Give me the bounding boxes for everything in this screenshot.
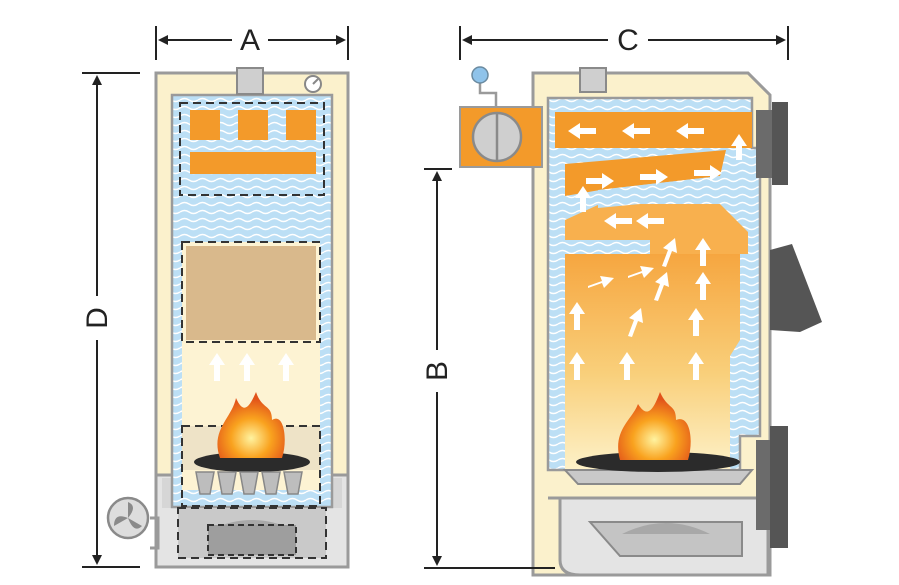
- arrow-left-icon: [568, 123, 596, 139]
- arrow-left-icon: [636, 213, 664, 229]
- arrow-right-icon: [586, 173, 614, 189]
- arrow-up-icon: [662, 238, 677, 267]
- flue-tube-2: [238, 110, 268, 140]
- dimension-label-c: C: [617, 24, 639, 57]
- flame-icon: [194, 392, 310, 472]
- front-view: [106, 67, 350, 569]
- side-outlet-pipe: [579, 67, 607, 93]
- flame-icon: [576, 392, 740, 472]
- fuel-load: [186, 246, 316, 340]
- arrow-up-icon: [209, 353, 225, 381]
- side-ash-pile: [622, 523, 710, 534]
- ash-pan-door: [770, 426, 788, 548]
- side-grate: [562, 469, 755, 485]
- thermometer-icon: [304, 75, 322, 93]
- fuel-dashed-outline: [181, 241, 321, 343]
- dimension-lines: [82, 26, 789, 569]
- flue-channel: [190, 152, 316, 174]
- side-view: [459, 66, 822, 577]
- arrow-up-icon: [575, 186, 591, 212]
- arrow-up-icon: [569, 352, 585, 380]
- side-heat-arrows: [568, 123, 747, 380]
- arrow-up-icon: [569, 302, 585, 330]
- fan-icon: [106, 496, 160, 550]
- side-ash-drawer: [587, 521, 743, 557]
- arrow-up-icon: [688, 352, 704, 380]
- arrow-right-icon: [628, 266, 654, 278]
- front-heat-arrows: [209, 353, 294, 381]
- arrow-right-icon: [640, 169, 668, 185]
- baffle-upper: [598, 176, 724, 208]
- dimension-label-d: D: [81, 307, 114, 329]
- upper-door-hinge: [756, 110, 772, 178]
- flue-tube-3: [286, 110, 316, 140]
- arrow-up-icon: [619, 352, 635, 380]
- arrow-up-icon: [695, 238, 711, 266]
- arrow-up-icon: [731, 134, 747, 160]
- upper-door: [772, 102, 788, 185]
- arrow-up-icon: [278, 353, 294, 381]
- arrow-up-icon: [688, 308, 704, 336]
- flue-tube-1: [190, 110, 220, 140]
- exhaust-fan-icon: [459, 66, 543, 168]
- ash-drawer: [207, 524, 297, 556]
- top-flue-pass: [555, 112, 752, 148]
- arrow-right-icon: [588, 276, 614, 288]
- arrow-up-icon: [654, 272, 669, 301]
- loading-door: [770, 244, 822, 332]
- front-grate: [195, 471, 303, 495]
- arrow-up-icon: [695, 272, 711, 300]
- dimension-label-a: A: [240, 24, 260, 57]
- ash-door-hinge: [756, 440, 770, 530]
- baffle-lower: [565, 240, 650, 254]
- arrow-up-icon: [239, 353, 255, 381]
- arrow-left-icon: [604, 213, 632, 229]
- arrow-left-icon: [676, 123, 704, 139]
- arrow-up-icon: [628, 308, 643, 337]
- arrow-left-icon: [622, 123, 650, 139]
- side-combustion-chamber: [565, 254, 740, 470]
- front-outlet-pipe: [236, 67, 264, 95]
- dimension-label-b: B: [421, 361, 454, 381]
- arrow-right-icon: [694, 165, 722, 181]
- flue-dashed-outline: [179, 102, 325, 196]
